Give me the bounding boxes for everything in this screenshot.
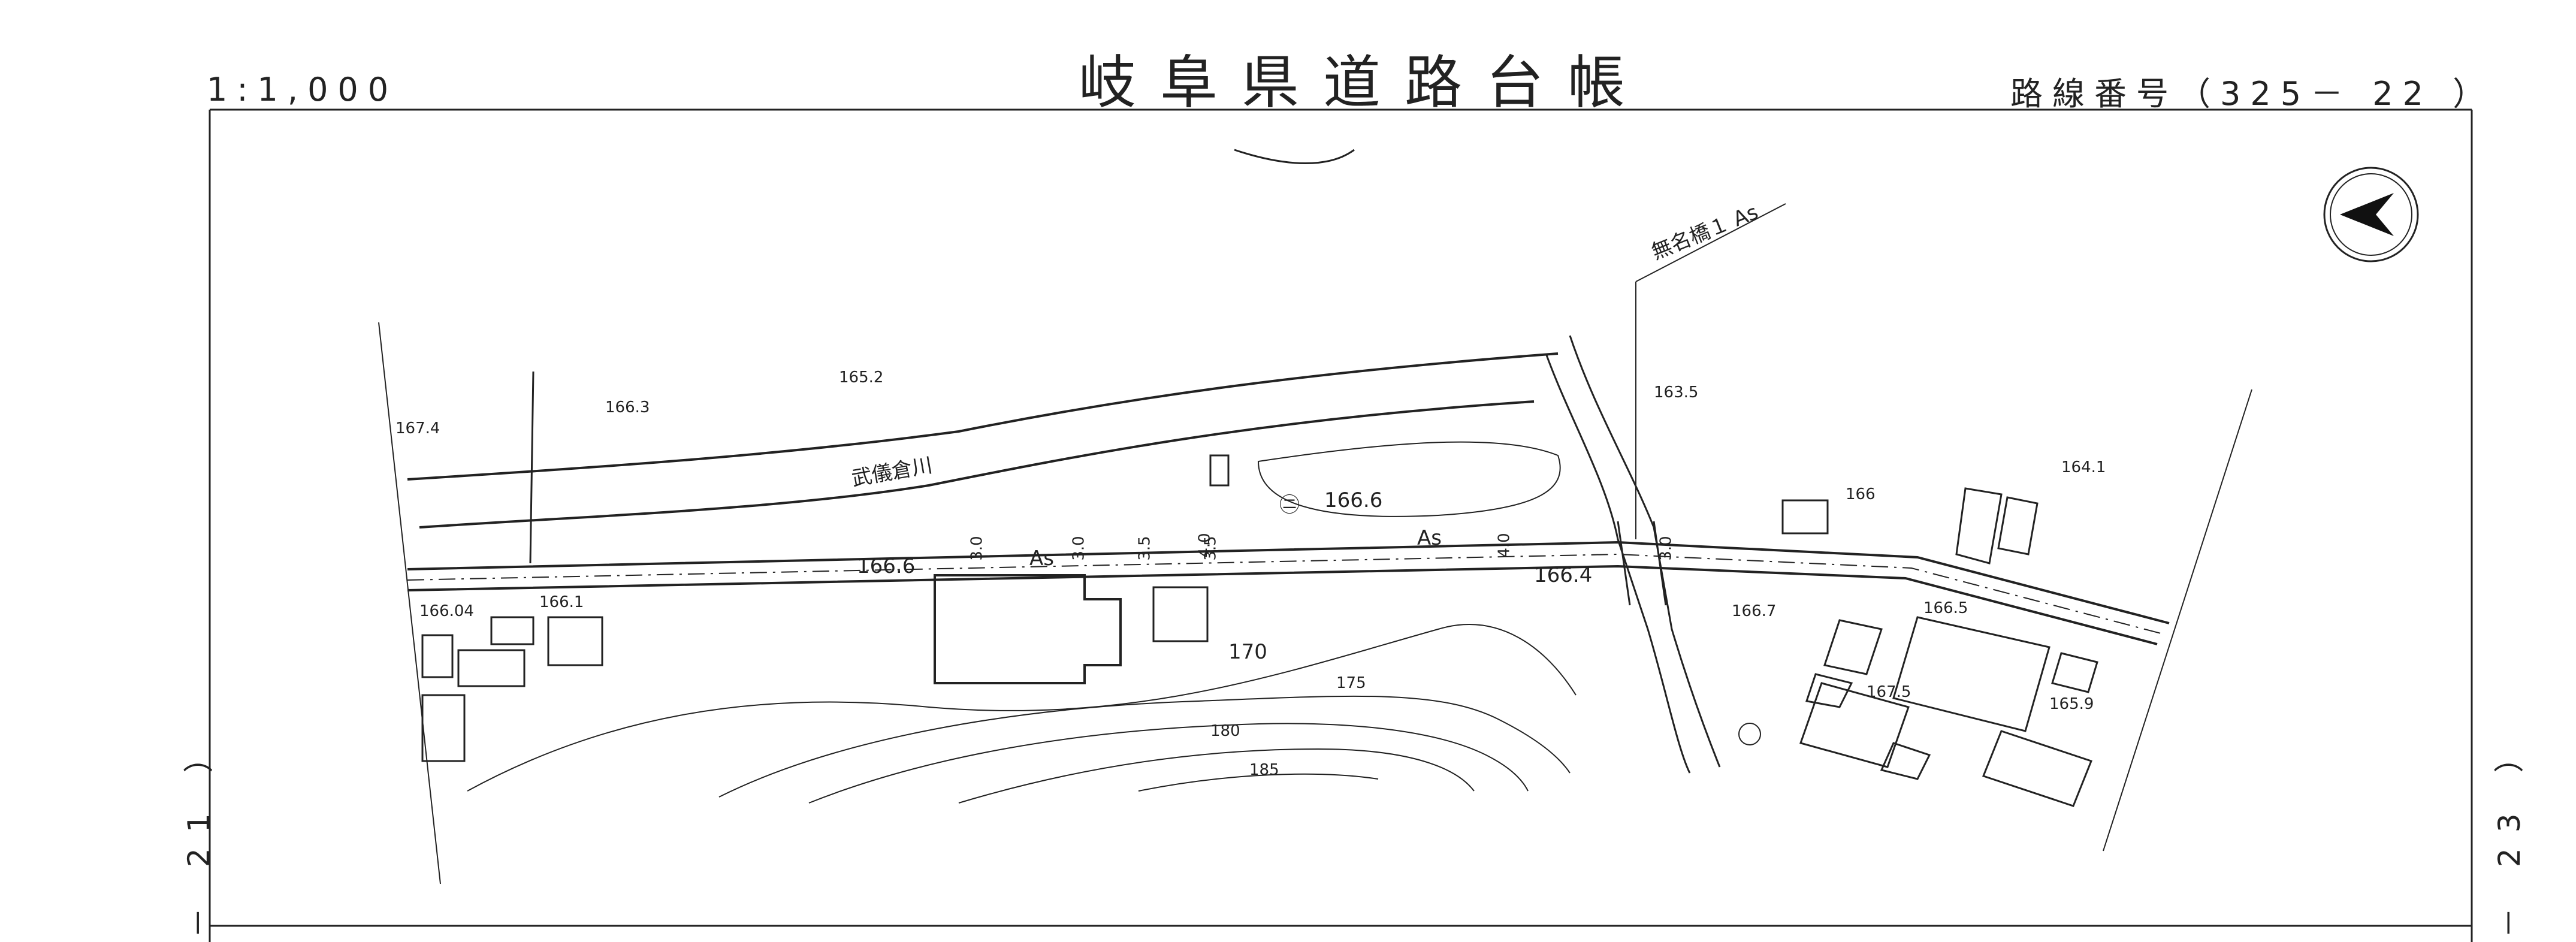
contour-3	[808, 723, 1529, 804]
contour-1	[467, 624, 1577, 792]
pavement-label-main: As	[1417, 526, 1442, 550]
building-east-6	[1805, 673, 1853, 708]
contour-5	[1138, 773, 1379, 792]
elevation-label: 166.04	[419, 602, 474, 620]
contour-label: 185	[1249, 761, 1279, 779]
route-number: 路線番号（325－ 22 ）	[2010, 75, 2495, 113]
contour-label: 180	[1210, 722, 1240, 740]
contour-knoll	[1257, 441, 1561, 517]
elevation-label: 166.5	[1923, 599, 1968, 617]
elevation-label: 166	[1846, 485, 1876, 503]
building-east-4	[1892, 616, 2050, 732]
river-bank-north	[407, 352, 1559, 481]
north-arrow-icon	[2323, 167, 2419, 262]
width-label: 3.0	[1657, 536, 1675, 561]
survey-boundary-east	[2103, 389, 2252, 852]
elevation-label: 166.7	[1732, 602, 1777, 620]
stream-east-bank	[1569, 335, 1721, 768]
contour-label: 170	[1228, 640, 1267, 664]
empty-lot-label: ㊁	[1279, 493, 1300, 517]
building-east-10	[2051, 652, 2098, 693]
elevation-label: 166.6	[857, 554, 916, 578]
building-west-5	[421, 694, 466, 762]
elevation-label: 166.4	[1534, 563, 1593, 587]
elevation-label: 164.1	[2061, 458, 2106, 476]
pavement-label-west: As	[1029, 547, 1054, 570]
river-branch	[529, 371, 534, 564]
building-north-shed	[1209, 454, 1230, 487]
elevation-label: 166.1	[539, 593, 584, 611]
building-east-1	[1781, 499, 1829, 535]
elevation-label: 165.2	[839, 369, 884, 387]
page-title: 岐阜県道路台帳	[1079, 49, 1649, 116]
sheet-ref-left: － 21 ）	[182, 727, 216, 938]
road-edge-north	[407, 541, 2170, 624]
building-east-8	[1880, 742, 1931, 780]
building-west-3	[490, 616, 534, 645]
sheet-ref-right: － 23 ）	[2492, 727, 2527, 938]
elevation-label: 163.5	[1654, 384, 1699, 401]
building-west-2	[457, 649, 526, 687]
contour-north	[1234, 149, 1355, 164]
width-label: 3.5	[1201, 536, 1220, 561]
building-east-5	[1823, 619, 1883, 675]
stream-west-bank	[1545, 353, 1691, 774]
contour-label: 175	[1336, 674, 1366, 692]
map-scale: 1:1,000	[207, 71, 398, 108]
building-west-1	[421, 634, 454, 678]
well-icon	[1738, 723, 1761, 745]
building-east-7	[1799, 682, 1910, 768]
width-label: 3.0	[968, 536, 986, 561]
bridge-leader-line	[1635, 203, 1786, 282]
elevation-label: 166.6	[1324, 488, 1383, 512]
elevation-label: 167.5	[1867, 683, 1911, 701]
road-edge-south	[407, 564, 2158, 645]
survey-boundary-west	[378, 322, 441, 884]
width-label: 4.0	[1495, 533, 1514, 558]
elevation-label: 166.3	[605, 398, 650, 416]
contour-2	[718, 695, 1571, 798]
elevation-label: 165.9	[2049, 695, 2094, 713]
contour-4	[958, 748, 1475, 804]
building-east-3	[1997, 496, 2039, 555]
width-label: 3.5	[1136, 536, 1154, 561]
building-east-9	[1982, 730, 2092, 807]
building-west-4	[547, 616, 603, 666]
width-label: 3.0	[1070, 536, 1088, 561]
elevation-label: 167.4	[395, 419, 440, 437]
river-bank-south	[419, 400, 1535, 529]
building-large-center	[934, 574, 1122, 684]
building-east-2	[1955, 487, 2003, 564]
building-small-center	[1152, 586, 1209, 642]
road-centerline	[407, 553, 2164, 635]
bridge-west-abutment	[1617, 521, 1631, 606]
